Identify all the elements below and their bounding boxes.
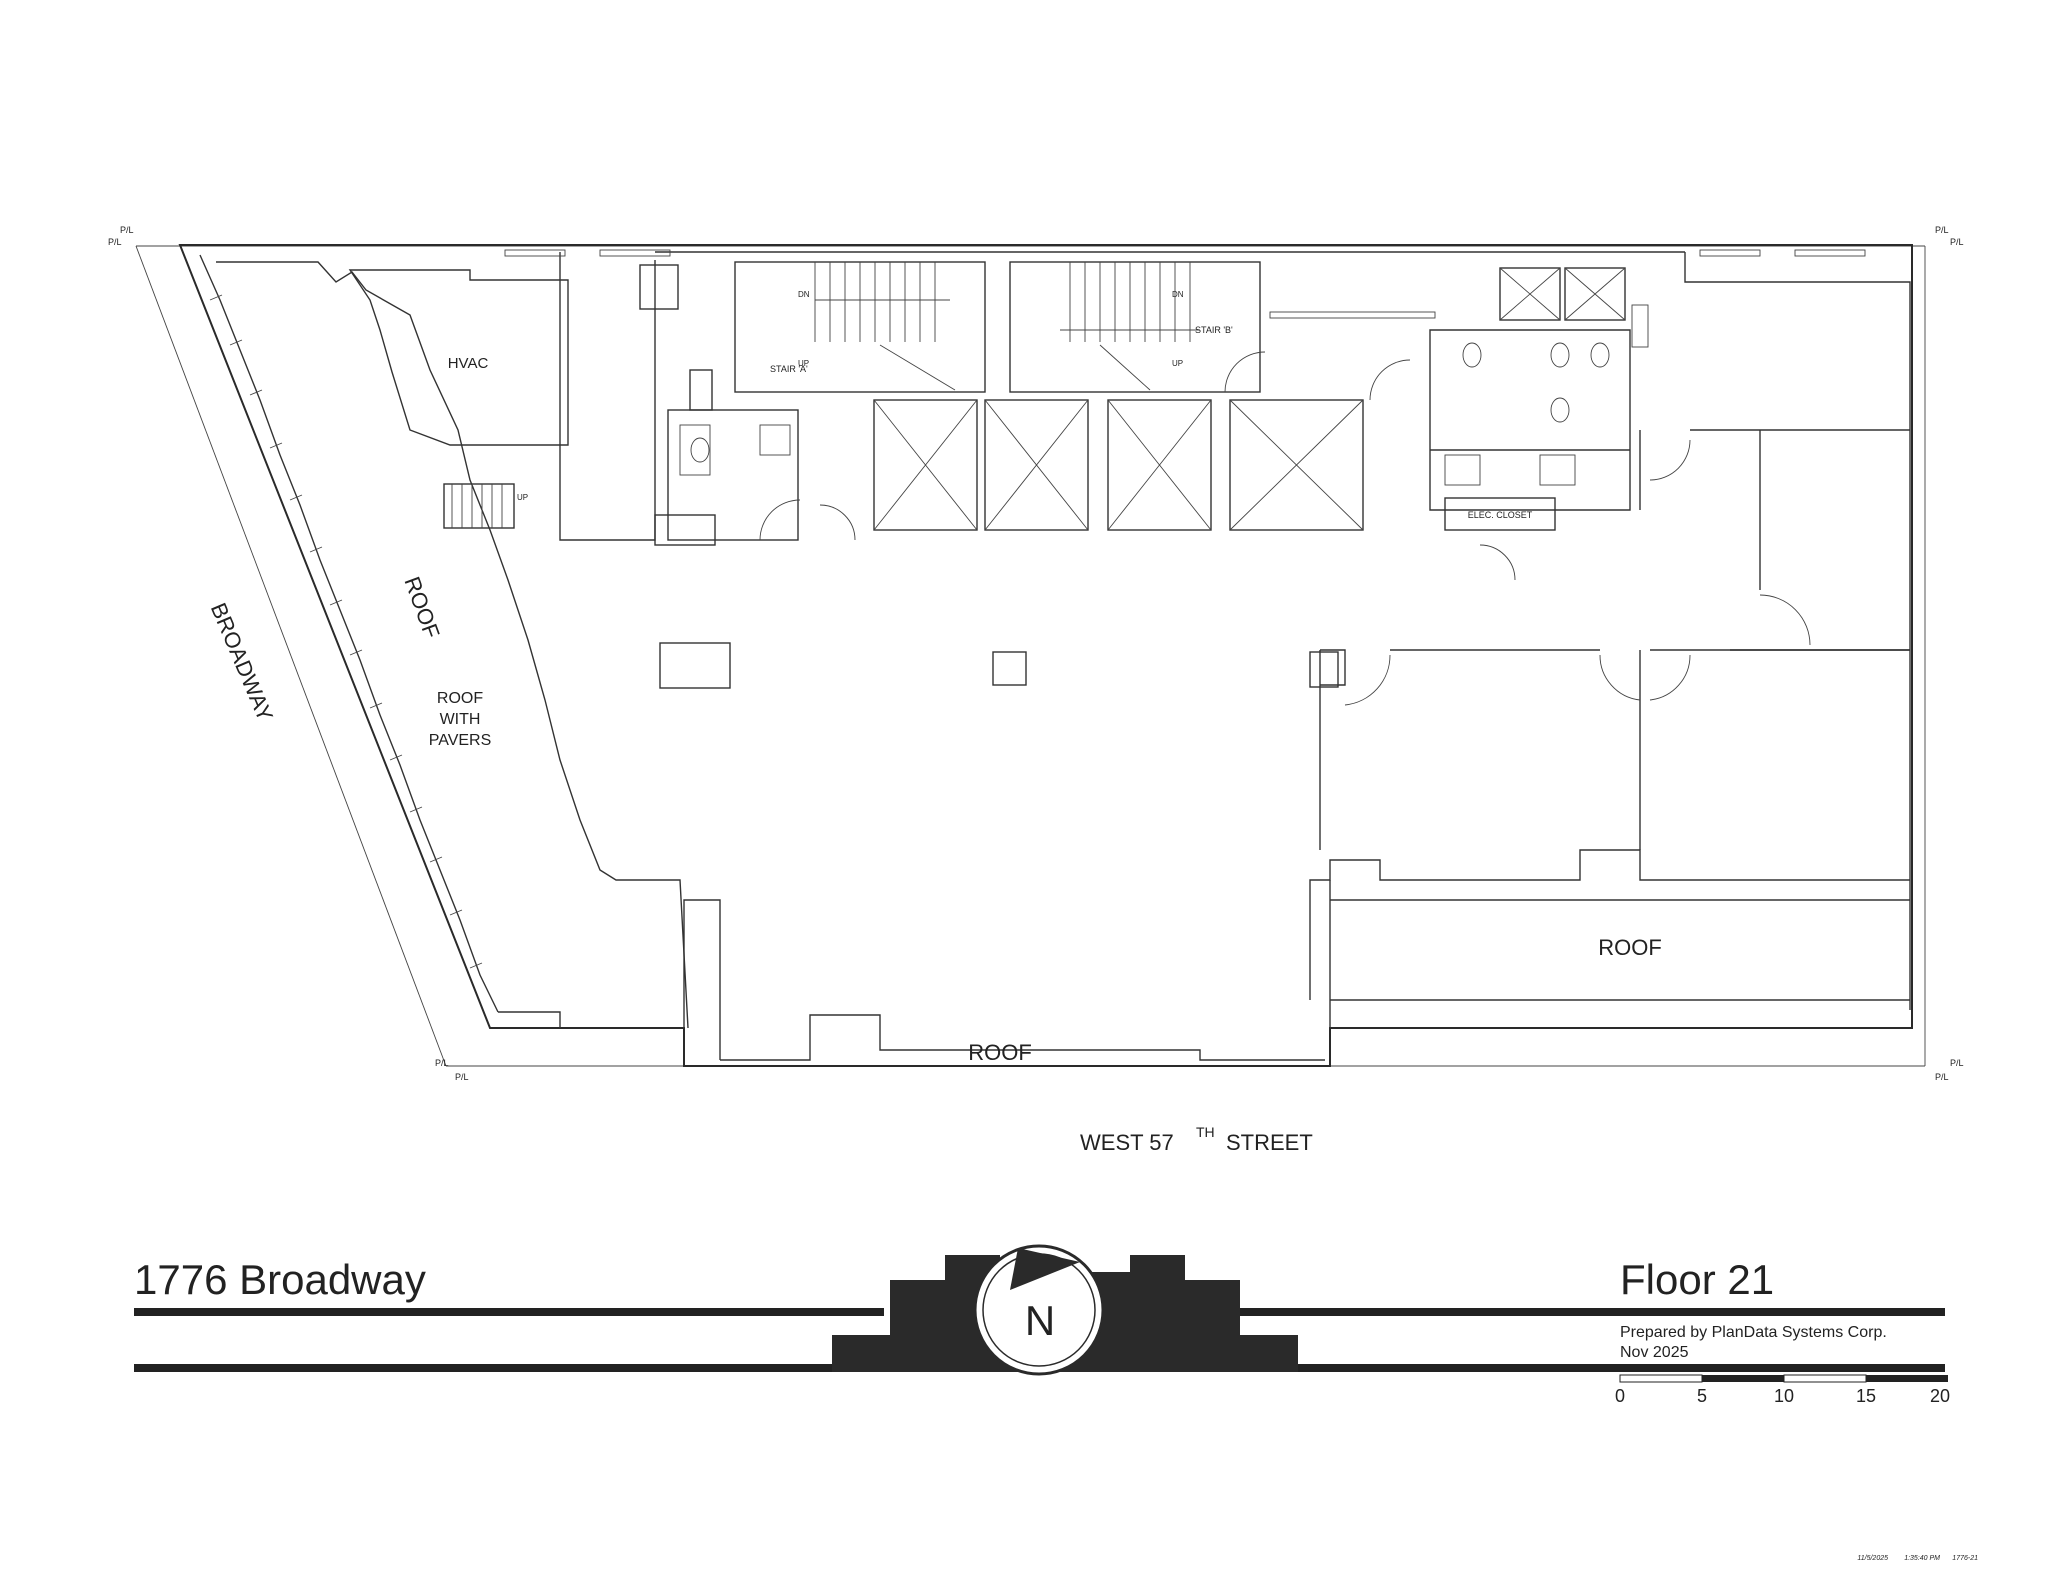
pl-ne-1: P/L — [1935, 225, 1949, 235]
street-west57-name: WEST 57 — [1080, 1130, 1174, 1155]
roof-label-south: ROOF — [968, 1040, 1032, 1065]
roof-label-west: ROOF — [399, 573, 444, 641]
interior-walls — [559, 251, 1911, 1061]
hvac-stair-up-label: UP — [517, 493, 528, 502]
restroom-west — [639, 264, 856, 546]
stair-a-label: STAIR 'A' — [770, 364, 808, 374]
north-arrow-icon — [1010, 1248, 1080, 1290]
street-labels: BROADWAY WEST 57 TH STREET — [206, 599, 1313, 1155]
prepared-by: Prepared by PlanData Systems Corp. — [1620, 1324, 1887, 1341]
stair-a-up: UP — [798, 359, 809, 368]
prepared-date: Nov 2025 — [1620, 1344, 1689, 1361]
street-west57-suffix: STREET — [1226, 1130, 1313, 1155]
roof-labels: ROOF ROOF WITH PAVERS ROOF ROOF — [399, 573, 1661, 1065]
pl-se-1: P/L — [1950, 1058, 1964, 1068]
stamp-time: 1:35:40 PM — [1904, 1555, 1940, 1562]
roof-pavers-line1: ROOF — [437, 690, 483, 707]
stair-b-label: STAIR 'B' — [1195, 325, 1233, 335]
east-core: ELEC. CLOSET — [1429, 267, 1649, 581]
hvac-label: HVAC — [448, 355, 489, 372]
scale-tick-5: 5 — [1697, 1386, 1707, 1406]
elec-closet-label: ELEC. CLOSET — [1468, 510, 1533, 520]
roof-label-east: ROOF — [1598, 935, 1662, 960]
building-name: 1776 Broadway — [134, 1256, 426, 1303]
roof-pavers-line2: WITH — [440, 711, 481, 728]
hvac-room: HVAC UP — [348, 269, 569, 529]
scale-tick-10: 10 — [1774, 1386, 1794, 1406]
stamp-code: 1776-21 — [1952, 1555, 1978, 1562]
pl-markers: P/L P/L P/L P/L P/L P/L P/L P/L — [108, 225, 1964, 1082]
scale-tick-0: 0 — [1615, 1386, 1625, 1406]
pl-nw-2: P/L — [108, 237, 122, 247]
pl-nw-1: P/L — [120, 225, 134, 235]
pl-sw-2: P/L — [455, 1072, 469, 1082]
pl-sw-1: P/L — [435, 1058, 449, 1068]
stairs: DN UP STAIR 'A' DN UP STAIR 'B' — [734, 261, 1266, 393]
north-letter: N — [1025, 1297, 1055, 1344]
stair-b-up: UP — [1172, 359, 1183, 368]
floor-label: Floor 21 — [1620, 1256, 1774, 1303]
plot-stamp: 11/5/2025 1:35:40 PM 1776-21 — [1857, 1555, 1978, 1562]
scale-tick-20: 20 — [1930, 1386, 1950, 1406]
north-windows — [504, 249, 1866, 319]
roof-pavers-line3: PAVERS — [429, 732, 492, 749]
pl-ne-2: P/L — [1950, 237, 1964, 247]
street-broadway: BROADWAY — [206, 599, 278, 725]
stamp-date: 11/5/2025 — [1857, 1555, 1888, 1562]
title-block: N 1776 Broadway Floor 21 Prepared by Pla… — [134, 1244, 1950, 1406]
stair-b-dn: DN — [1172, 290, 1184, 299]
pl-se-2: P/L — [1935, 1072, 1949, 1082]
stair-a-dn: DN — [798, 290, 810, 299]
scale-tick-15: 15 — [1856, 1386, 1876, 1406]
elevators — [873, 359, 1411, 531]
street-west57-sup: TH — [1196, 1124, 1215, 1140]
